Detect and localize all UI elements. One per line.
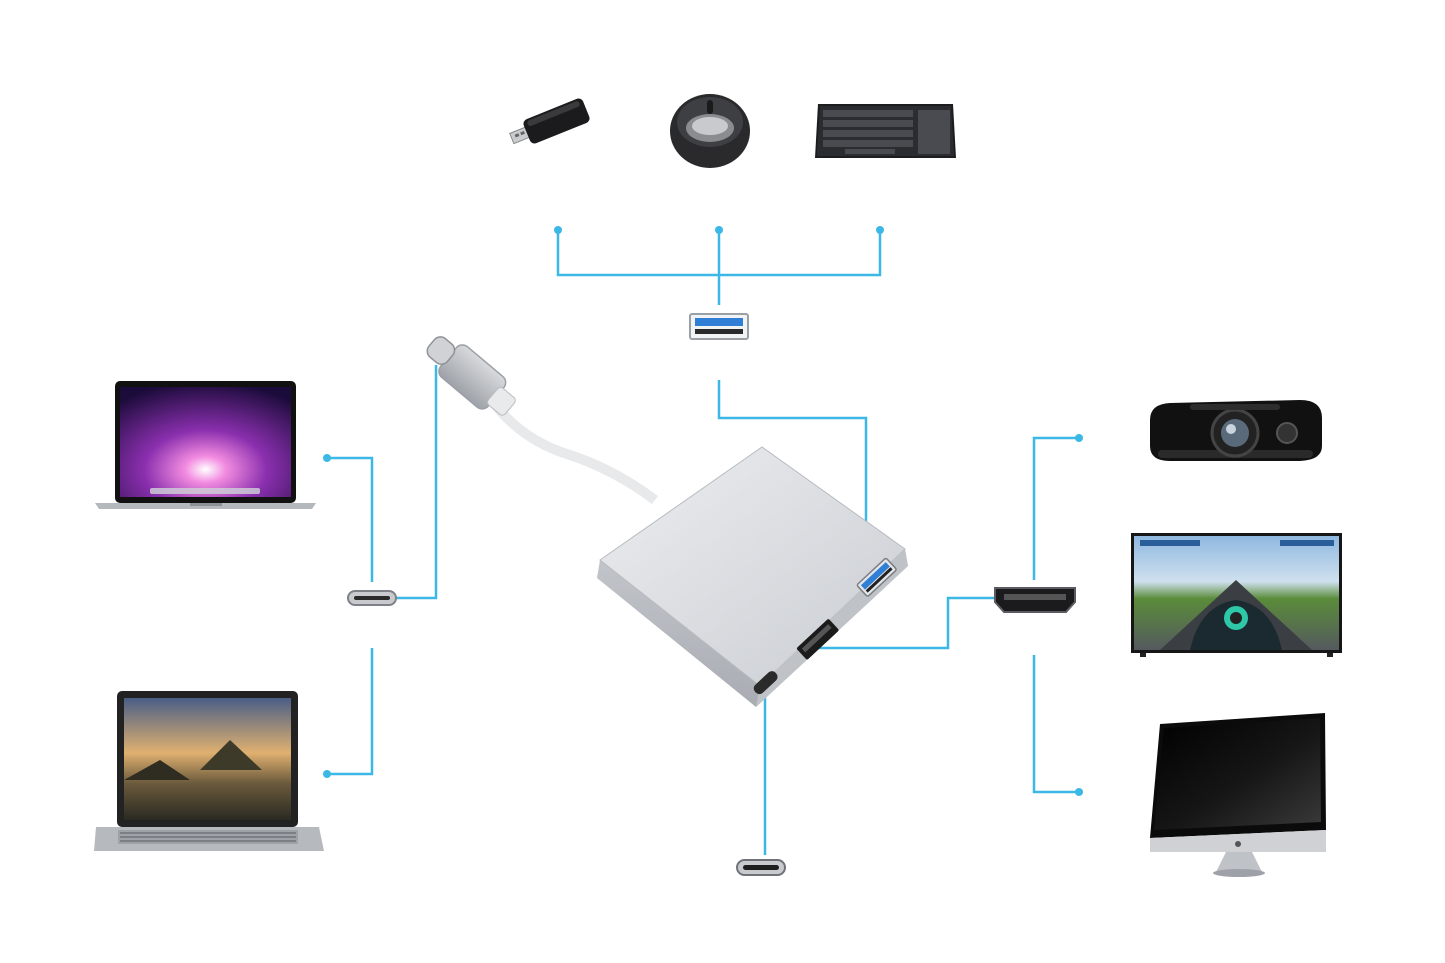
usb-flash-drive-icon bbox=[509, 98, 590, 145]
usb-c-plug-icon bbox=[426, 336, 658, 505]
mouse-icon bbox=[670, 94, 750, 168]
usb-to-hub-line bbox=[717, 380, 868, 575]
dot bbox=[876, 226, 884, 234]
television-icon bbox=[1131, 533, 1342, 657]
dot bbox=[554, 226, 562, 234]
hdmi-to-hub-line bbox=[817, 596, 995, 650]
hdmi-top-line bbox=[1032, 436, 1079, 580]
dot bbox=[1075, 788, 1083, 796]
usb-c-hub-adapter-icon bbox=[597, 446, 908, 707]
dot bbox=[1075, 434, 1083, 442]
hub-usb-a-port bbox=[856, 557, 897, 597]
hdmi-bottom-line bbox=[1032, 655, 1079, 794]
usb-c-connector-icon bbox=[347, 590, 397, 606]
laptop-bottom-line bbox=[327, 648, 374, 776]
projector-icon bbox=[1150, 400, 1322, 461]
dot bbox=[715, 226, 723, 234]
dot bbox=[323, 454, 331, 462]
plug-line bbox=[396, 365, 438, 600]
hub-usb-c-port bbox=[753, 671, 778, 695]
usb-a-port-icon bbox=[689, 313, 749, 340]
connector-lines bbox=[327, 230, 1079, 855]
hub-hdmi-port bbox=[797, 619, 839, 660]
connector-dots bbox=[323, 226, 1083, 796]
laptop-top-line bbox=[327, 456, 374, 582]
usb-c-connector-icon bbox=[736, 859, 786, 876]
keyboard-icon bbox=[815, 104, 956, 158]
laptop-icon bbox=[95, 381, 316, 509]
laptop-icon bbox=[94, 691, 324, 851]
hdmi-connector-icon bbox=[994, 587, 1076, 613]
dot bbox=[323, 770, 331, 778]
monitor-icon bbox=[1150, 713, 1326, 877]
